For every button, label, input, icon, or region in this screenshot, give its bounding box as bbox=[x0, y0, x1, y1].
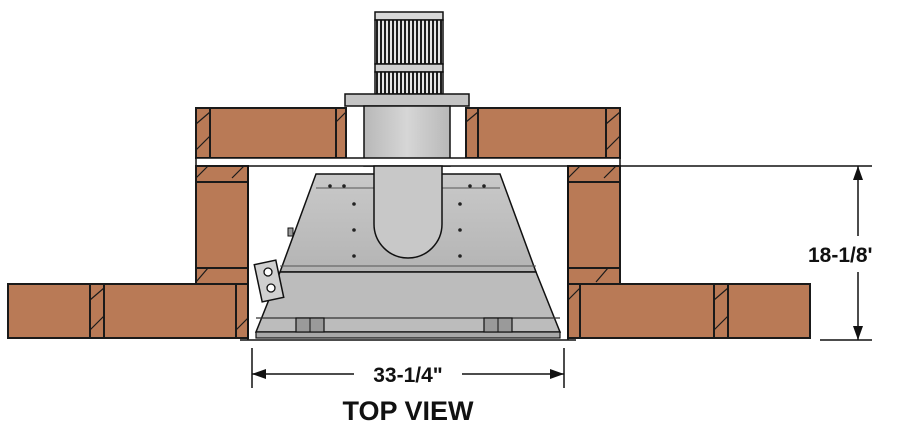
flue-top-band bbox=[374, 11, 444, 21]
brick-lower-left bbox=[7, 283, 249, 339]
firebox-insert bbox=[253, 165, 562, 339]
firebox-opening bbox=[240, 166, 576, 341]
flue-ribbed-section-upper bbox=[374, 19, 444, 65]
height-dimension-label: 18-1/8' bbox=[808, 244, 873, 267]
flue-ribbed-section-lower bbox=[374, 71, 444, 95]
hearth-slab bbox=[195, 157, 621, 167]
inner-flue-tube bbox=[373, 165, 443, 259]
brick-upper-right bbox=[465, 107, 621, 159]
brick-lower-right bbox=[567, 283, 811, 339]
outlet-knob-top bbox=[263, 267, 273, 277]
flue-mid-band bbox=[374, 63, 444, 73]
chimney-cap bbox=[344, 11, 470, 167]
brick-side-right bbox=[567, 165, 621, 285]
lower-brick-course bbox=[7, 283, 811, 339]
width-dimension-label: 33-1/4" bbox=[373, 364, 443, 387]
outlet-knob-bottom bbox=[266, 283, 276, 293]
insert-base-rail bbox=[255, 331, 561, 339]
drawing-caption: TOP VIEW bbox=[342, 396, 474, 426]
electrical-outlet-box bbox=[253, 259, 285, 303]
brick-upper-left bbox=[195, 107, 347, 159]
flue-pipe-through-hearth bbox=[363, 105, 451, 167]
flue-collar-flange bbox=[344, 93, 470, 107]
width-dimension bbox=[251, 348, 565, 388]
side-clip bbox=[287, 227, 294, 237]
rivets bbox=[328, 184, 486, 258]
height-dimension bbox=[620, 165, 872, 341]
brick-side-left bbox=[195, 165, 249, 285]
